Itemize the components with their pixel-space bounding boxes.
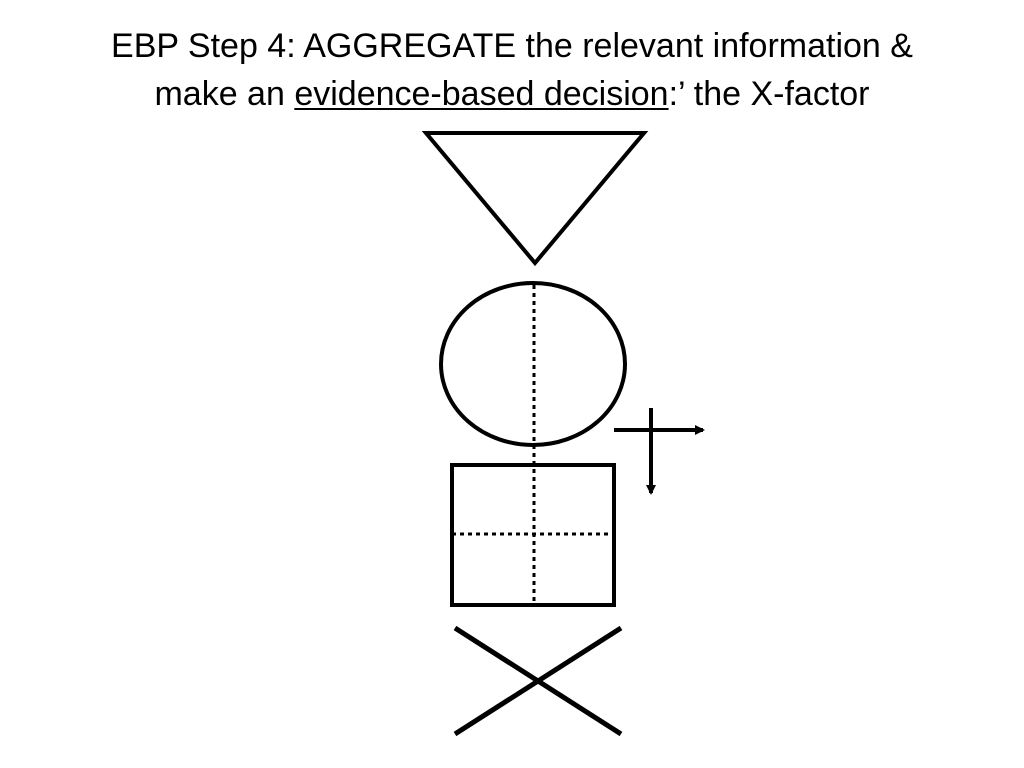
inverted-triangle-shape bbox=[421, 131, 649, 267]
title-line-2: make an evidence-based decision:’ the X-… bbox=[0, 70, 1024, 118]
title-line-2-suffix: :’ the X-factor bbox=[668, 75, 870, 113]
slide-title: EBP Step 4: AGGREGATE the relevant infor… bbox=[0, 22, 1024, 118]
cross-arrows-icon bbox=[614, 408, 705, 495]
circle-shape bbox=[439, 281, 627, 447]
x-shape bbox=[453, 625, 623, 737]
title-line-1: EBP Step 4: AGGREGATE the relevant infor… bbox=[111, 27, 913, 65]
title-line-2-prefix: make an bbox=[154, 75, 295, 113]
title-underlined-phrase: evidence-based decision bbox=[294, 75, 669, 113]
